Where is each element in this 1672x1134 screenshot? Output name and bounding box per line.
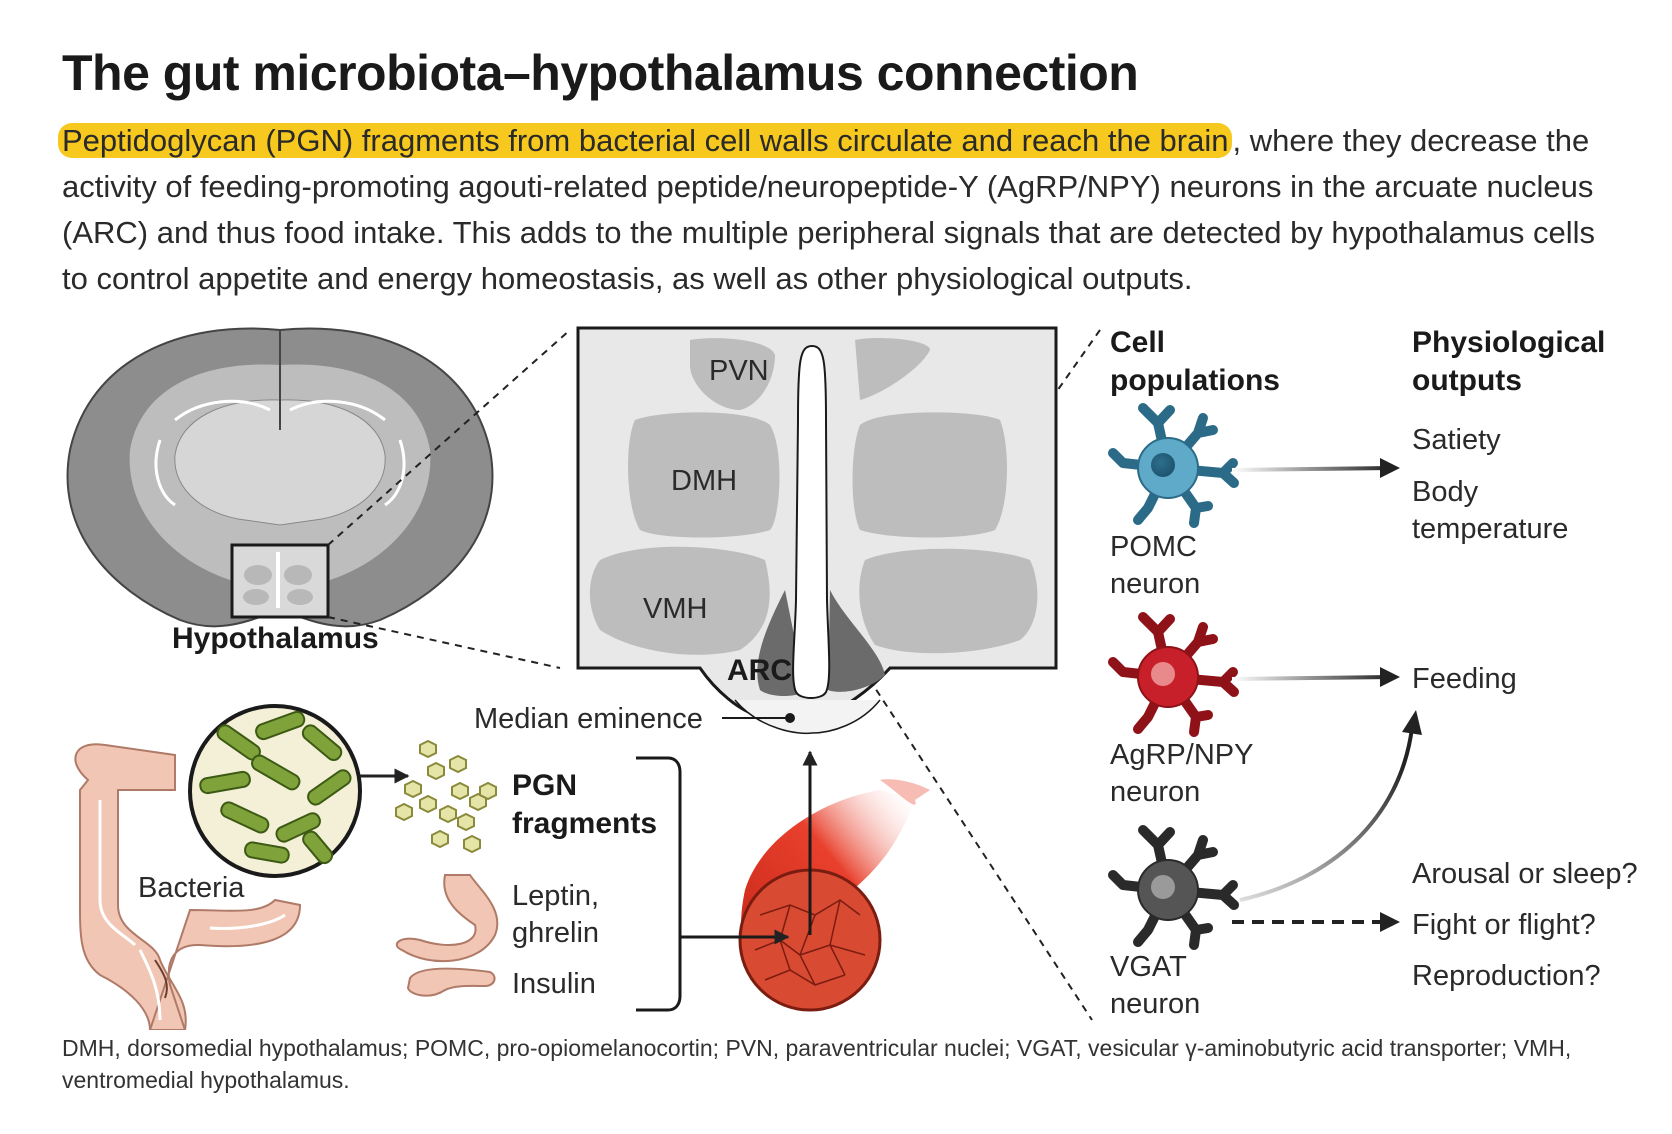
dmh-label: DMH <box>671 465 737 497</box>
signals-bracket <box>636 756 682 1012</box>
body-temp-label-2: temperature <box>1412 513 1568 545</box>
reproduction-label: Reproduction? <box>1412 960 1601 992</box>
vgat-label-1: VGAT <box>1110 951 1187 983</box>
cells-header-1: Cell <box>1110 326 1165 359</box>
intro-text: Peptidoglycan (PGN) fragments from bacte… <box>58 118 1622 302</box>
arousal-label: Arousal or sleep? <box>1412 858 1638 890</box>
fight-flight-label: Fight or flight? <box>1412 909 1596 941</box>
cells-header-2: populations <box>1110 364 1280 397</box>
pomc-label-2: neuron <box>1110 568 1200 600</box>
feeding-label: Feeding <box>1412 663 1517 695</box>
stomach-icon <box>395 874 499 963</box>
brain-section <box>66 327 494 628</box>
figure-caption: DMH, dorsomedial hypothalamus; POMC, pro… <box>62 1035 1572 1093</box>
pgn-fragments <box>395 739 497 854</box>
hypothalamus-label: Hypothalamus <box>172 622 379 655</box>
figure-title: The gut microbiota–hypothalamus connecti… <box>62 45 1139 101</box>
pgn-label-1: PGN <box>512 769 577 802</box>
pvn-label: PVN <box>709 355 769 387</box>
pomc-neuron-icon <box>1108 403 1239 528</box>
intro-rest: , where they decrease the activity of fe… <box>62 123 1596 296</box>
insulin-label: Insulin <box>512 968 596 1000</box>
vgat-label-2: neuron <box>1110 988 1200 1020</box>
agrp-label-2: neuron <box>1110 776 1200 808</box>
agrp-arrow <box>1231 675 1393 681</box>
pomc-arrow <box>1231 466 1393 472</box>
pancreas-icon <box>406 967 496 997</box>
pgn-label-2: fragments <box>512 807 657 840</box>
outputs-header-2: outputs <box>1412 364 1522 397</box>
intestine <box>74 743 302 1030</box>
agrp-neuron-icon <box>1108 612 1239 737</box>
vgat-feeding-arrow <box>1239 727 1414 902</box>
diagram: Hypothalamus PVN DMH VMH ARC Median emin… <box>66 326 1638 1030</box>
blood-vessel <box>738 779 930 1012</box>
leptin-label-2: ghrelin <box>512 917 599 949</box>
vgat-neuron-icon <box>1108 825 1239 950</box>
agrp-label-1: AgRP/NPY <box>1110 739 1253 771</box>
hypothalamus-zoom <box>576 326 1058 735</box>
vmh-label: VMH <box>643 593 707 625</box>
arc-label: ARC <box>727 654 792 687</box>
bacteria-magnifier <box>188 704 362 878</box>
satiety-label: Satiety <box>1412 424 1501 456</box>
leptin-label-1: Leptin, <box>512 880 599 912</box>
pomc-label-1: POMC <box>1110 531 1197 563</box>
body-temp-label-1: Body <box>1412 476 1479 508</box>
median-eminence-label: Median eminence <box>474 703 703 735</box>
intro-highlight: Peptidoglycan (PGN) fragments from bacte… <box>58 123 1233 158</box>
outputs-header-1: Physiological <box>1412 326 1605 359</box>
bacteria-label: Bacteria <box>138 872 245 904</box>
